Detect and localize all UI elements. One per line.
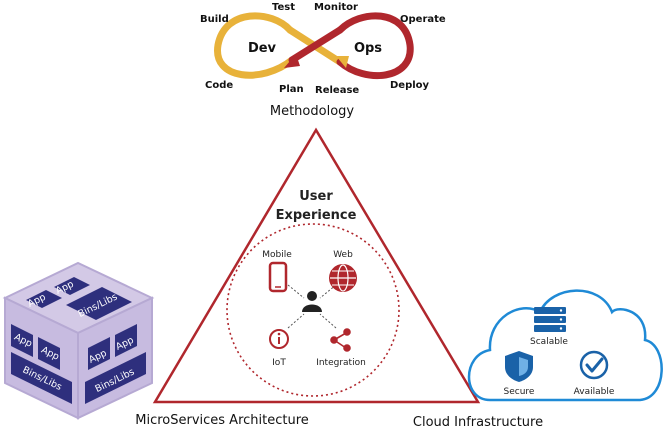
ops-loop-arc: [336, 12, 414, 79]
user-experience-title-line1: User: [299, 189, 333, 204]
left-bins-tile: [11, 352, 72, 404]
integration-label: Integration: [316, 358, 366, 368]
triangle-outline: [152, 127, 481, 404]
top-app-tile-2: [54, 277, 90, 295]
user-experience-title-line2: Experience: [276, 208, 357, 223]
build-label: Build: [200, 14, 229, 25]
test-label: Test: [272, 2, 295, 13]
available-label: Available: [574, 387, 615, 397]
globe-icon: [329, 264, 357, 292]
info-icon: [269, 329, 289, 349]
release-label: Release: [315, 85, 359, 96]
dev-loop-arc: [214, 12, 296, 79]
check-circle-icon: [579, 350, 609, 380]
secure-label: Secure: [504, 387, 535, 397]
iot-label: IoT: [272, 358, 286, 368]
share-network-icon: [330, 328, 351, 352]
microservices-cube: App App Bins/Libs App App Bins/Libs App …: [2, 261, 155, 420]
microservices-caption: MicroServices Architecture: [135, 413, 309, 428]
ops-label: Ops: [354, 41, 382, 56]
user-experience-triangle: User Experience Mobile Web: [152, 127, 481, 404]
right-bins-tile: [85, 352, 146, 404]
ops-loop-cross: [288, 26, 344, 64]
connector-lines: [287, 284, 337, 329]
devops-loop: Dev Ops Build Test Monitor Operate Code …: [200, 2, 446, 119]
plan-arrow-icon: [284, 54, 300, 68]
methodology-caption: Methodology: [270, 104, 355, 119]
web-label: Web: [333, 250, 353, 260]
right-app-tile-2: [115, 324, 137, 357]
release-arrow-icon: [336, 56, 349, 68]
right-app-tile-1: [88, 337, 110, 370]
monitor-label: Monitor: [314, 2, 358, 13]
mobile-phone-icon: [268, 261, 288, 293]
left-app-tile-2: [38, 337, 60, 370]
shield-icon: [505, 351, 533, 382]
cloud-infrastructure: Scalable Secure Available: [467, 289, 663, 402]
user-icon: [302, 291, 322, 312]
top-bins-tile: [66, 287, 132, 320]
dotted-circle: [226, 223, 400, 397]
scalable-label: Scalable: [530, 337, 568, 347]
operate-label: Operate: [400, 14, 446, 25]
mobile-label: Mobile: [262, 250, 292, 260]
cloud-infrastructure-caption: Cloud Infrastructure: [413, 415, 543, 430]
top-app-tile-1: [26, 290, 62, 308]
left-app-tile-1: [11, 324, 33, 357]
dev-label: Dev: [248, 41, 277, 56]
server-stack-icon: [534, 307, 566, 332]
deploy-label: Deploy: [390, 80, 430, 91]
plan-label: Plan: [279, 84, 304, 95]
code-label: Code: [205, 80, 233, 91]
